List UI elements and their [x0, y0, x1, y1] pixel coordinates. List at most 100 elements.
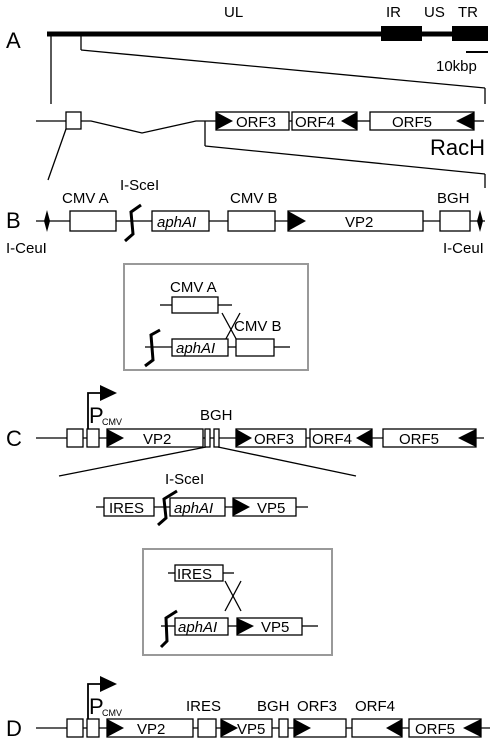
c-aph-box — [169, 497, 226, 517]
c-promoter-arrow-icon — [100, 385, 117, 401]
tr-region — [452, 26, 488, 41]
c-orf5-arrow-icon — [458, 429, 476, 447]
orf3-label: ORF3 — [236, 114, 276, 131]
inset-b-cmv-a-box — [171, 296, 219, 314]
d-orf5-arrow-icon — [463, 719, 481, 737]
panel-c-letter: C — [6, 426, 22, 451]
d-small-box-2 — [86, 718, 100, 738]
inset-c-aph-label: aphAI — [178, 619, 217, 636]
orf5-arrow-icon — [456, 112, 474, 130]
c-promoter-line — [87, 392, 100, 429]
panel-b-letter: B — [6, 208, 21, 233]
ceu-site-left-icon — [44, 210, 50, 232]
c-small-box-2 — [86, 428, 100, 448]
c-zoom-right — [217, 446, 357, 477]
panel-a-letter: A — [6, 28, 21, 53]
locus-deletion-line — [81, 120, 216, 134]
inset-b-aph-label: aphAI — [176, 340, 215, 357]
c-bgh-box-2 — [213, 428, 220, 448]
aph-box — [151, 210, 210, 232]
d-orf3-label: ORF3 — [297, 698, 337, 715]
zoom-line-diag — [80, 49, 486, 89]
panel-c: C P CMV VP2 BGH ORF3 ORF4 ORF5 I-SceI — [6, 385, 484, 527]
d-promoter-sub: CMV — [102, 708, 122, 718]
bgh-label: BGH — [437, 190, 470, 207]
c-promoter-label: P — [89, 403, 104, 428]
ceu-left-label: I-CeuI — [6, 240, 47, 257]
cmv-a-box — [69, 210, 117, 232]
ir-label: IR — [386, 4, 401, 21]
c-isce-label: I-SceI — [165, 471, 204, 488]
d-orf3-arrow-icon — [294, 719, 311, 737]
d-orf4-arrow-icon — [386, 719, 402, 737]
inset-b-cmv-a-label: CMV A — [170, 279, 217, 296]
orf4-label: ORF4 — [295, 114, 335, 131]
ul-label: UL — [224, 4, 243, 21]
d-orf5-label: ORF5 — [415, 721, 455, 738]
d-vp5-arrow-icon — [221, 719, 238, 737]
c-vp5-label: VP5 — [257, 500, 285, 517]
inset-c-ires-label: IRES — [177, 566, 212, 583]
c-orf4-arrow-icon — [356, 429, 372, 447]
panel-b: B I-CeuI I-CeuI CMV A I-SceI aphAI CMV B… — [6, 177, 485, 257]
inset-b: CMV A CMV B aphAI — [123, 263, 309, 371]
c-zoom-left — [58, 446, 207, 477]
d-small-box-1 — [66, 718, 84, 738]
bgh-box — [439, 210, 471, 232]
tr-label: TR — [458, 4, 478, 21]
orf3-arrow-icon — [216, 112, 233, 130]
isce-site-icon — [124, 203, 142, 243]
c-orf5-label: ORF5 — [399, 431, 439, 448]
panel-d: D P CMV VP2 IRES VP5 BGH ORF3 ORF4 ORF5 — [6, 676, 490, 741]
us-label: US — [424, 4, 445, 21]
panel-d-letter: D — [6, 716, 22, 741]
zoom-b-left — [47, 128, 67, 181]
d-promoter-label: P — [89, 694, 104, 719]
c-orf4-label: ORF4 — [312, 431, 352, 448]
d-orf4-label: ORF4 — [355, 698, 395, 715]
c-vp2-arrow-icon — [107, 429, 124, 447]
d-ires-box — [197, 718, 217, 738]
inset-c-frame — [142, 548, 333, 656]
d-promoter-arrow-icon — [100, 676, 117, 692]
c-small-box-1 — [66, 428, 84, 448]
c-orf3-label: ORF3 — [254, 431, 294, 448]
c-orf3-arrow-icon — [236, 429, 252, 447]
vp2-label: VP2 — [345, 214, 373, 231]
c-promoter-sub: CMV — [102, 417, 122, 427]
c-ires-label: IRES — [109, 500, 144, 517]
d-bgh-label: BGH — [257, 698, 290, 715]
c-aph-label: aphAI — [174, 500, 213, 517]
aph-label: aphAI — [157, 214, 196, 231]
c-vp2-label: VP2 — [143, 431, 171, 448]
c-vp5-arrow-icon — [233, 498, 250, 516]
scale-bar-label: 10kbp — [436, 58, 477, 75]
d-vp2-label: VP2 — [137, 721, 165, 738]
cmv-b-box — [227, 210, 276, 232]
d-ires-label: IRES — [186, 698, 221, 715]
c-bgh-label: BGH — [200, 407, 233, 424]
cmv-b-label: CMV B — [230, 190, 278, 207]
racH-label: RacH — [430, 135, 485, 160]
inset-c-isce-icon — [159, 609, 178, 649]
inset-b-cmv-b-box — [235, 338, 275, 357]
ir-region — [381, 26, 422, 41]
c-bgh-box-1 — [204, 428, 211, 448]
c-ires-box — [103, 497, 155, 517]
inset-b-cmv-b-label: CMV B — [234, 318, 282, 335]
vp2-arrow-icon — [288, 211, 306, 231]
inset-c-vp5-arrow-icon — [237, 618, 254, 635]
ceu-right-label: I-CeuI — [443, 240, 484, 257]
inset-c-vp5-label: VP5 — [261, 619, 289, 636]
inset-c: IRES aphAI VP5 — [142, 548, 333, 656]
inset-c-cross-2 — [224, 580, 242, 612]
c-isce-icon — [157, 489, 178, 527]
locus-small-box — [65, 111, 82, 130]
d-bgh-box — [278, 718, 289, 738]
orf5-label: ORF5 — [392, 114, 432, 131]
orf4-arrow-icon — [341, 112, 357, 130]
zoom-b-diag — [204, 145, 486, 175]
d-vp5-label: VP5 — [237, 721, 265, 738]
d-vp2-arrow-icon — [107, 719, 124, 737]
